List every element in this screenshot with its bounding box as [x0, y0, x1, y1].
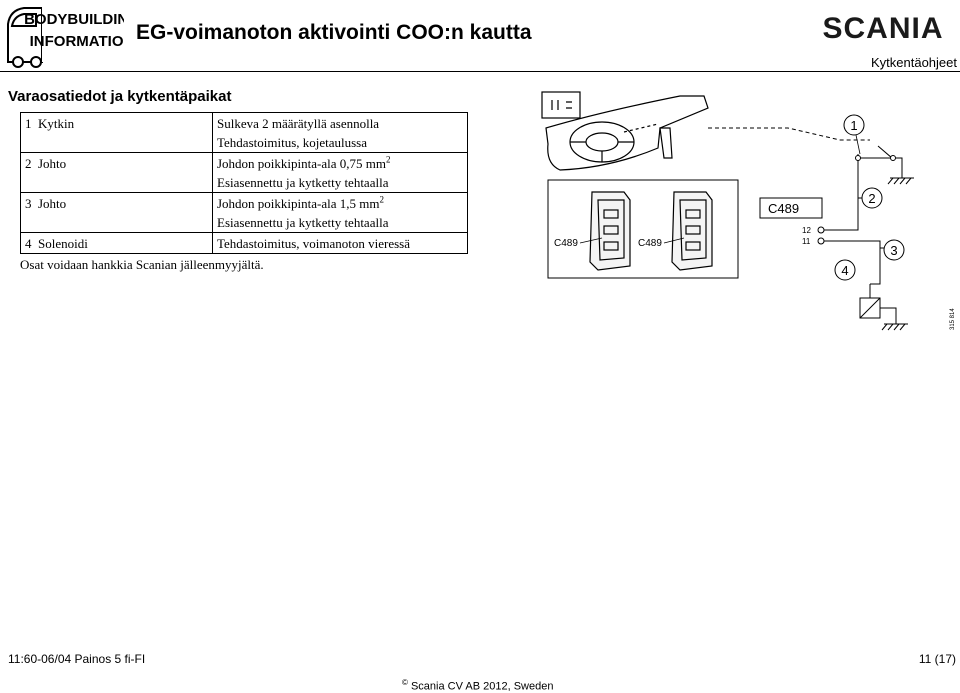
callout-4-label: 4 — [841, 263, 848, 278]
schematic-wires — [824, 145, 914, 331]
table-row: 3 Johto Johdon poikkipinta-ala 1,5 mm2 E… — [20, 192, 468, 233]
unit-superscript: 2 — [385, 154, 391, 165]
connector-box-c489 — [759, 197, 823, 219]
part-name: Kytkin — [38, 116, 75, 131]
unit-superscript: 2 — [379, 194, 384, 205]
table-cell-part: 3 Johto — [20, 192, 213, 233]
table-row: 1 Kytkin Sulkeva 2 määrätyllä asennolla … — [20, 112, 468, 153]
part-description-line1: Johdon poikkipinta-ala 0,75 mm2 — [217, 154, 463, 173]
document-title: EG-voimanoton aktivointi COO:n kautta — [136, 21, 532, 44]
pin-label-11: 11 — [802, 237, 811, 246]
table-cell-description: Johdon poikkipinta-ala 0,75 mm2 Esiasenn… — [212, 152, 468, 193]
part-description-text: Johdon poikkipinta-ala 0,75 mm — [217, 156, 386, 171]
pin-label-12: 12 — [802, 226, 811, 235]
table-cell-part: 2 Johto — [20, 152, 213, 193]
callout-2-label: 2 — [868, 191, 875, 206]
table-cell-description: Tehdastoimitus, voimanoton vieressä — [212, 232, 468, 254]
footer-copyright: © Scania CV AB 2012, Sweden — [402, 678, 553, 693]
connector-bracket-right — [671, 191, 713, 271]
figure-id: 315 814 — [950, 308, 956, 330]
callout-3: 3 — [883, 239, 905, 261]
dashboard-illustration — [541, 91, 709, 171]
table-cell-description: Sulkeva 2 määrätyllä asennolla Tehdastoi… — [212, 112, 468, 153]
table-row: 2 Johto Johdon poikkipinta-ala 0,75 mm2 … — [20, 152, 468, 193]
callout-3-label: 3 — [890, 243, 897, 258]
bodybuilding-information-logo: BODYBUILDING INFORMATION — [7, 4, 124, 68]
part-description-text: Johdon poikkipinta-ala 1,5 mm — [217, 196, 380, 211]
connector-bracket-left — [589, 191, 631, 271]
copyright-text: Scania CV AB 2012, Sweden — [410, 680, 554, 693]
header-divider — [0, 71, 960, 72]
footer-page-number: 11 (17) — [918, 652, 956, 666]
parts-availability-note: Osat voidaan hankkia Scanian jälleenmyyj… — [20, 257, 264, 272]
callout-4: 4 — [834, 259, 856, 281]
callout-2: 2 — [861, 187, 883, 209]
part-number: 2 — [25, 156, 32, 171]
scania-logo-text: SCANIA — [822, 12, 943, 42]
part-description-line1: Tehdastoimitus, voimanoton vieressä — [217, 236, 410, 251]
table-row: 4 Solenoidi Tehdastoimitus, voimanoton v… — [20, 232, 468, 254]
part-number: 4 — [25, 236, 32, 251]
part-number: 3 — [25, 196, 32, 211]
part-description-line1: Johdon poikkipinta-ala 1,5 mm2 — [217, 194, 463, 213]
footer-document-info: 11:60-06/04 Painos 5 fi-FI — [8, 652, 146, 666]
pin-terminal-12 — [817, 226, 825, 234]
connector-box-label: C489 — [768, 201, 799, 216]
connector-label-mid: C489 — [638, 238, 662, 249]
part-name: Johto — [38, 156, 67, 171]
pin-terminal-11 — [817, 237, 825, 245]
part-name: Solenoidi — [38, 236, 88, 251]
logo-text-line1: BODYBUILDING — [24, 11, 124, 28]
connector-label-left: C489 — [554, 238, 578, 249]
section-title: Varaosatiedot ja kytkentäpaikat — [8, 88, 232, 105]
part-description-line2: Tehdastoimitus, kojetaulussa — [217, 135, 368, 150]
part-description-line2: Esiasennettu ja kytketty tehtaalla — [217, 215, 389, 230]
part-name: Johto — [38, 196, 67, 211]
table-cell-part: 4 Solenoidi — [20, 232, 213, 254]
part-number: 1 — [25, 116, 32, 131]
document-category: Kytkentäohjeet — [870, 55, 957, 70]
table-cell-description: Johdon poikkipinta-ala 1,5 mm2 Esiasenne… — [212, 192, 468, 233]
logo-text-line2: INFORMATION — [30, 33, 124, 50]
wiring-diagram: C489 C489 C489 12 11 1 2 — [541, 91, 956, 331]
copyright-symbol: © — [402, 678, 408, 687]
scania-logo: SCANIA — [822, 12, 943, 42]
part-description-line1: Sulkeva 2 määrätyllä asennolla — [217, 116, 380, 131]
table-cell-part: 1 Kytkin — [20, 112, 213, 153]
part-description-line2: Esiasennettu ja kytketty tehtaalla — [217, 175, 389, 190]
callout-1-label: 1 — [850, 118, 857, 133]
callout-1: 1 — [843, 114, 865, 136]
parts-table: 1 Kytkin Sulkeva 2 määrätyllä asennolla … — [20, 112, 468, 254]
